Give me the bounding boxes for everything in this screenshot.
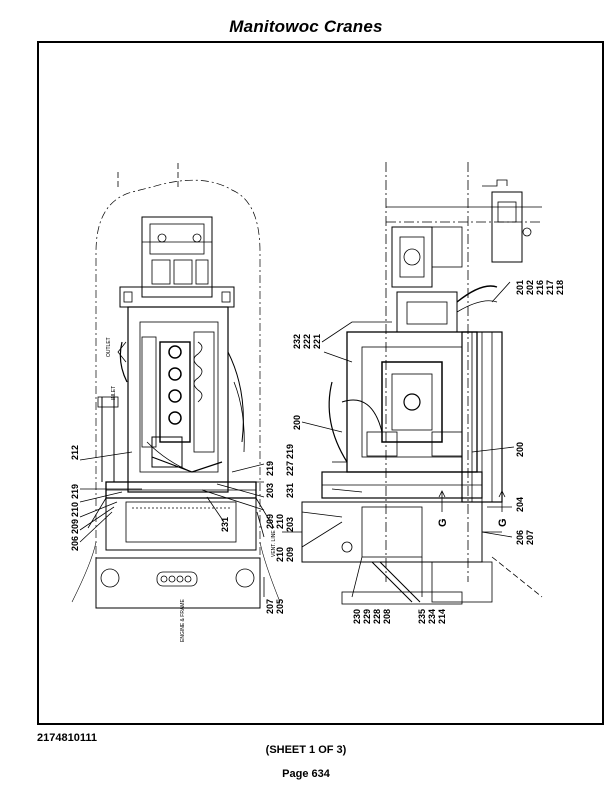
callout-214: 214 [437,609,447,624]
callout-217: 217 [545,280,555,295]
callout-203: 203 [265,483,275,498]
document-number: 2174810111 [37,732,97,744]
callouts: 212 219 210 209 206 231 203 219 209 210 … [70,280,565,624]
callout-231: 231 [220,517,230,532]
callout-231: 231 [285,483,295,498]
callout-206: 206 [515,530,525,545]
page-header-title: Manitowoc Cranes [229,17,383,36]
engine-frame-label: ENGINE & FRAME [180,599,186,642]
callout-209: 209 [285,547,295,562]
callout-218: 218 [555,280,565,295]
callout-200: 200 [292,415,302,430]
callout-209: 209 [70,519,80,534]
callout-232: 232 [292,334,302,349]
callout-229: 229 [362,609,372,624]
callout-209: 209 [265,514,275,529]
callout-201: 201 [515,280,525,295]
inlet-label: INLET [111,386,117,400]
g-section-marker: G [437,518,449,527]
callout-207: 207 [525,530,535,545]
callout-210: 210 [70,502,80,517]
callout-230: 230 [352,609,362,624]
callout-221: 221 [312,334,322,349]
callout-235: 235 [417,609,427,624]
callout-202: 202 [525,280,535,295]
callout-234: 234 [427,609,437,624]
right-engine-view [282,162,543,605]
callout-222: 222 [302,334,312,349]
callout-219: 219 [285,444,295,459]
callout-219: 219 [265,461,275,476]
callout-219: 219 [70,484,80,499]
callout-203: 203 [285,517,295,532]
callout-206: 206 [70,536,80,551]
outlet-label: OUTLET [106,337,112,357]
callout-205: 205 [275,599,285,614]
drawing-frame: OUTLET INLET VENT. LINE ENGINE & FRAME 2… [37,41,604,725]
callout-216: 216 [535,280,545,295]
callout-210: 210 [275,514,285,529]
callout-207: 207 [265,599,275,614]
g-section-marker: G [497,518,509,527]
callout-200: 200 [515,442,525,457]
sheet-indicator: (SHEET 1 OF 3) [265,744,347,756]
engine-installation-drawing: OUTLET INLET VENT. LINE ENGINE & FRAME 2… [70,162,565,642]
callout-227: 227 [285,461,295,476]
callout-210: 210 [275,547,285,562]
vent-line-label: VENT. LINE [271,530,277,557]
callout-204: 204 [515,497,525,512]
callout-228: 228 [372,609,382,624]
left-engine-view [71,162,281,609]
callout-208: 208 [382,609,392,624]
page-number: Page 634 [282,768,330,780]
callout-212: 212 [70,445,80,460]
